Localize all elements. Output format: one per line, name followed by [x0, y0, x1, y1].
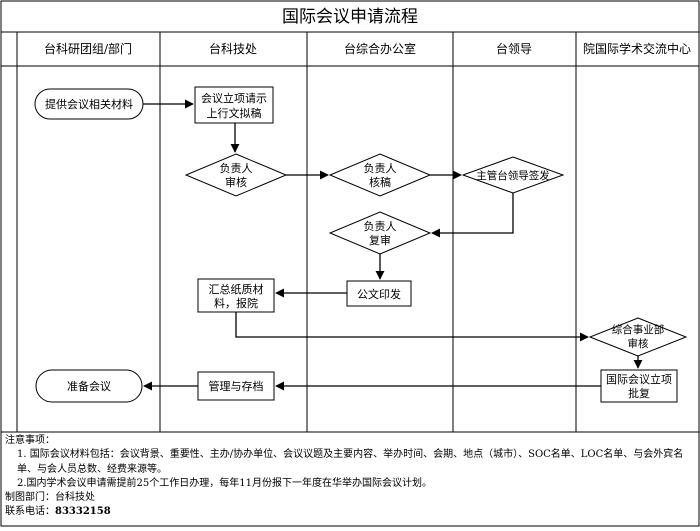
notes-section: 注意事项： 1. 国际会议材料包括：会议背景、重要性、主办/协办单位、会议议题及…	[5, 434, 695, 520]
node-prepare-meeting: 准备会议	[35, 369, 143, 403]
phone-label: 联系电话：	[5, 506, 55, 518]
svg-text:准备会议: 准备会议	[67, 379, 111, 393]
notes-item-2: 2.国内学术会议申请需提前25个工作日办理，每年11月份报下一年度在华举办国际会…	[17, 477, 432, 489]
svg-text:审核: 审核	[225, 175, 247, 189]
node-provide-materials: 提供会议相关材料	[34, 88, 144, 120]
svg-text:国际会议立项: 国际会议立项	[606, 372, 672, 386]
phone-value: 83332158	[55, 506, 111, 518]
arrow-sign-to-rereview	[431, 193, 514, 238]
svg-text:上行文拟稿: 上行文拟稿	[207, 106, 262, 120]
node-rereview-diamond: 负责人 复审	[328, 211, 432, 255]
node-leader-sign-diamond: 主管台领导签发	[461, 156, 565, 194]
diagram-title: 国际会议申请流程	[282, 7, 418, 27]
node-review-diamond: 负责人 审核	[184, 153, 288, 197]
lane-header-general-office: 台综合办公室	[344, 41, 416, 56]
node-draft-request: 会议立项请示 上行文拟稿	[194, 86, 274, 124]
node-business-dept-diamond: 综合事业部 审核	[588, 317, 688, 357]
node-issue-document: 公文印发	[346, 280, 412, 307]
svg-text:汇总纸质材: 汇总纸质材	[209, 282, 264, 296]
notes-item-1-line-1: 1. 国际会议材料包括：会议背景、重要性、主办/协办单位、会议议题及主要内容、举…	[17, 449, 634, 461]
svg-text:负责人: 负责人	[364, 219, 397, 233]
svg-text:综合事业部: 综合事业部	[612, 323, 665, 336]
lane-header-exchange-center: 院国际学术交流中心	[583, 41, 691, 56]
node-check-diamond: 负责人 核稿	[328, 153, 432, 197]
node-archive: 管理与存档	[197, 371, 275, 401]
node-summarize-materials: 汇总纸质材 料，报院	[197, 278, 275, 313]
dept-label: 制图部门：	[5, 492, 55, 504]
lane-header-tech-office: 台科技处	[209, 41, 257, 56]
lane-header-leadership: 台领导	[496, 41, 532, 56]
svg-text:会议立项请示: 会议立项请示	[201, 91, 267, 105]
svg-text:提供会议相关材料: 提供会议相关材料	[45, 97, 133, 111]
svg-text:管理与存档: 管理与存档	[209, 379, 264, 393]
notes-heading: 注意事项：	[5, 435, 55, 446]
notes-dept: 制图部门：台科技处	[5, 491, 695, 505]
svg-text:批复: 批复	[628, 386, 650, 400]
svg-text:主管台领导签发: 主管台领导签发	[476, 169, 550, 182]
svg-text:负责人: 负责人	[364, 161, 397, 175]
svg-text:复审: 复审	[369, 233, 391, 247]
notes-phone: 联系电话：83332158	[5, 505, 695, 519]
notes-item-1: 1. 国际会议材料包括：会议背景、重要性、主办/协办单位、会议议题及主要内容、举…	[5, 448, 695, 477]
svg-text:负责人: 负责人	[220, 161, 253, 175]
svg-text:料，报院: 料，报院	[214, 296, 258, 310]
notes-item-1-line-2: 与会外宾名单、与会人员总数、经费来源等。	[17, 449, 684, 475]
dept-value: 台科技处	[55, 492, 95, 504]
svg-text:公文印发: 公文印发	[357, 287, 401, 301]
lane-header-research-group: 台科研团组/部门	[44, 41, 132, 56]
svg-text:核稿: 核稿	[369, 175, 391, 189]
arrow-summary-to-business	[235, 312, 589, 342]
node-approval: 国际会议立项 批复	[600, 369, 678, 403]
svg-text:审核: 审核	[628, 337, 649, 350]
